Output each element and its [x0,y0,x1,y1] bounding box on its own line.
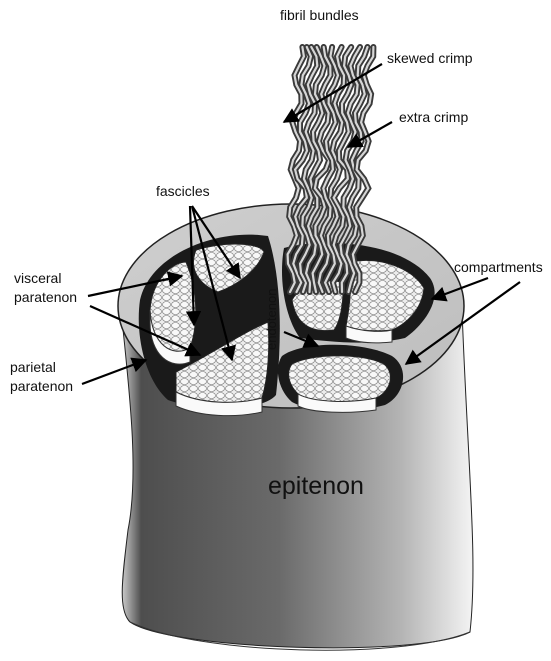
label-fibril-bundles: fibril bundles [280,7,359,23]
label-parietal-line1: parietal [10,359,56,375]
label-epitenon: epitenon [268,472,364,500]
label-compartments: compartments [454,259,543,275]
label-visceral-line2: paratenon [14,289,77,305]
label-visceral-line1: visceral [14,270,61,286]
label-fascicles: fascicles [156,183,210,199]
label-parietal-line2: paratenon [10,378,73,394]
label-extra-crimp: extra crimp [399,109,468,125]
label-endotenon: endotenon [264,289,279,350]
label-skewed-crimp: skewed crimp [387,50,473,66]
fascicle-right-lower [289,356,391,402]
